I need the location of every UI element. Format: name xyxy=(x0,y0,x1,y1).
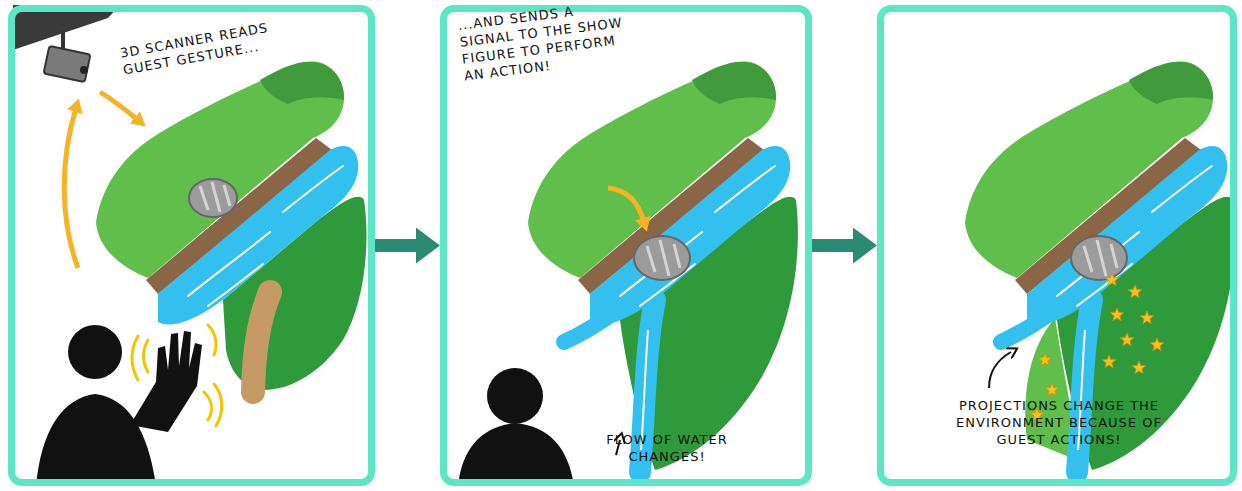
motion-mark xyxy=(208,325,216,355)
rock-figure xyxy=(189,179,237,217)
comic-panel: PROJECTIONS CHANGE THE ENVIRONMENT BECAU… xyxy=(877,5,1237,486)
rock-stripes xyxy=(1084,240,1117,276)
projected-flower xyxy=(1110,308,1123,321)
motion-mark xyxy=(144,340,149,372)
panel-caption: 3D SCANNER READS GUEST GESTURE... xyxy=(119,16,297,80)
guest-body xyxy=(36,394,156,486)
signal-arrow xyxy=(100,92,138,120)
projected-flower xyxy=(1140,311,1153,324)
leader-arrow xyxy=(989,352,1011,388)
panel-caption: FLOW OF WATER CHANGES! xyxy=(597,432,737,466)
river-branch xyxy=(564,312,615,342)
waving-hand xyxy=(130,331,202,432)
projected-flower xyxy=(1105,273,1118,286)
panel-caption: ...AND SENDS A SIGNAL TO THE SHOW FIGURE… xyxy=(457,0,634,85)
river-branch xyxy=(1001,312,1052,342)
rock-stripes xyxy=(200,182,230,212)
water-ripple xyxy=(188,166,343,306)
signal-arrow xyxy=(64,108,78,268)
rock-stripes xyxy=(647,240,680,276)
projected-flower xyxy=(1132,361,1145,374)
rock-figure xyxy=(634,236,690,280)
guest-body xyxy=(458,423,574,486)
projected-flower xyxy=(1045,383,1058,396)
projected-flower xyxy=(1128,285,1141,298)
river xyxy=(158,146,358,324)
panel-caption: PROJECTIONS CHANGE THE ENVIRONMENT BECAU… xyxy=(934,398,1184,449)
motion-mark xyxy=(214,384,222,426)
dry-path xyxy=(253,292,270,392)
river xyxy=(590,146,790,324)
water-ripple xyxy=(620,166,775,306)
comic-panel: 3D SCANNER READS GUEST GESTURE... xyxy=(8,5,375,486)
comic-panel: ...AND SENDS A SIGNAL TO THE SHOW FIGURE… xyxy=(440,5,812,486)
projected-flower xyxy=(1102,355,1115,368)
guest-head xyxy=(487,368,543,424)
water-ripple xyxy=(1057,166,1212,306)
rock-figure xyxy=(1071,236,1127,280)
panel-arrow xyxy=(375,239,416,252)
motion-mark xyxy=(132,336,138,380)
projected-flower xyxy=(1150,338,1163,351)
signal-arrow xyxy=(608,188,644,222)
projected-flower xyxy=(1038,353,1051,366)
scanner-mount xyxy=(61,30,65,50)
panel-arrow xyxy=(812,239,853,252)
scanner-body xyxy=(44,46,91,82)
motion-mark xyxy=(204,392,211,420)
guest-head xyxy=(68,325,122,379)
river xyxy=(1027,146,1227,324)
scanner-lens xyxy=(80,66,88,74)
projected-flower xyxy=(1120,333,1133,346)
